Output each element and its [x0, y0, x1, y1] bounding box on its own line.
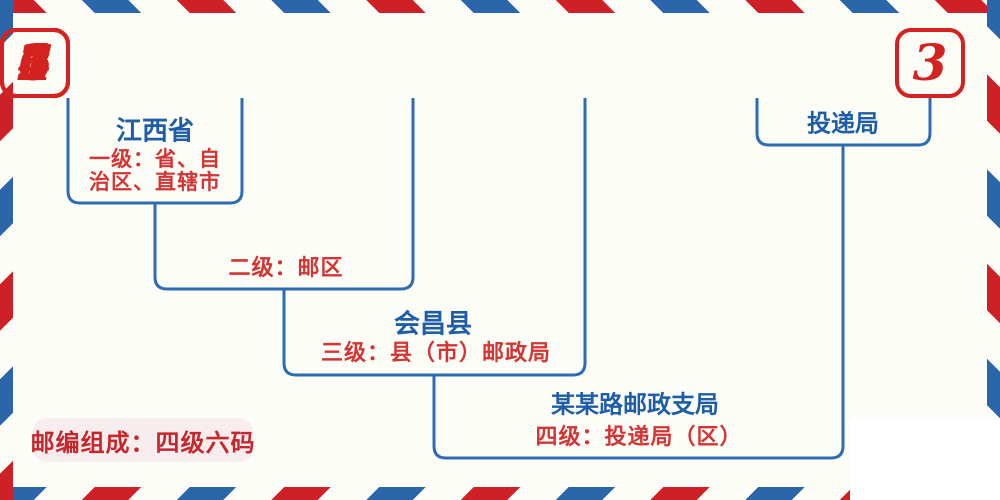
composition-badge: 邮编组成：四级六码 [30, 418, 256, 462]
digit-box-6: 2 [0, 28, 70, 98]
county-label: 会昌县 [393, 309, 473, 339]
digit-box-1: 3 [895, 28, 965, 98]
digit-6: 2 [17, 33, 53, 92]
airmail-border-left [0, 0, 13, 500]
airmail-border-right [987, 0, 1000, 500]
digit-3: 2 [17, 33, 53, 92]
digit-2: 4 [17, 33, 53, 92]
level4-label: 四级：投递局（区） [535, 424, 743, 449]
composition-badge-text: 邮编组成：四级六码 [30, 430, 256, 457]
airmail-border-bottom [0, 487, 1000, 500]
digit-1: 3 [912, 33, 948, 92]
province-label: 江西省 [115, 116, 195, 146]
bottom-right-white-patch [850, 418, 1000, 500]
level1-label-line1: 一级：省、自 [89, 148, 221, 171]
bracket-level4 [432, 145, 845, 460]
airmail-border-top [0, 0, 1000, 13]
branch-office-label: 某某路邮政支局 [551, 392, 719, 419]
level2-label: 二级：邮区 [228, 255, 344, 280]
bracket-delivery [755, 98, 932, 147]
level1-label-line2: 治区、直辖市 [89, 171, 221, 194]
digit-4: 6 [17, 33, 53, 92]
level3-label: 三级：县（市）邮政局 [320, 340, 552, 365]
digit-5: 1 [17, 33, 53, 92]
delivery-office-label: 投递局 [807, 111, 879, 138]
